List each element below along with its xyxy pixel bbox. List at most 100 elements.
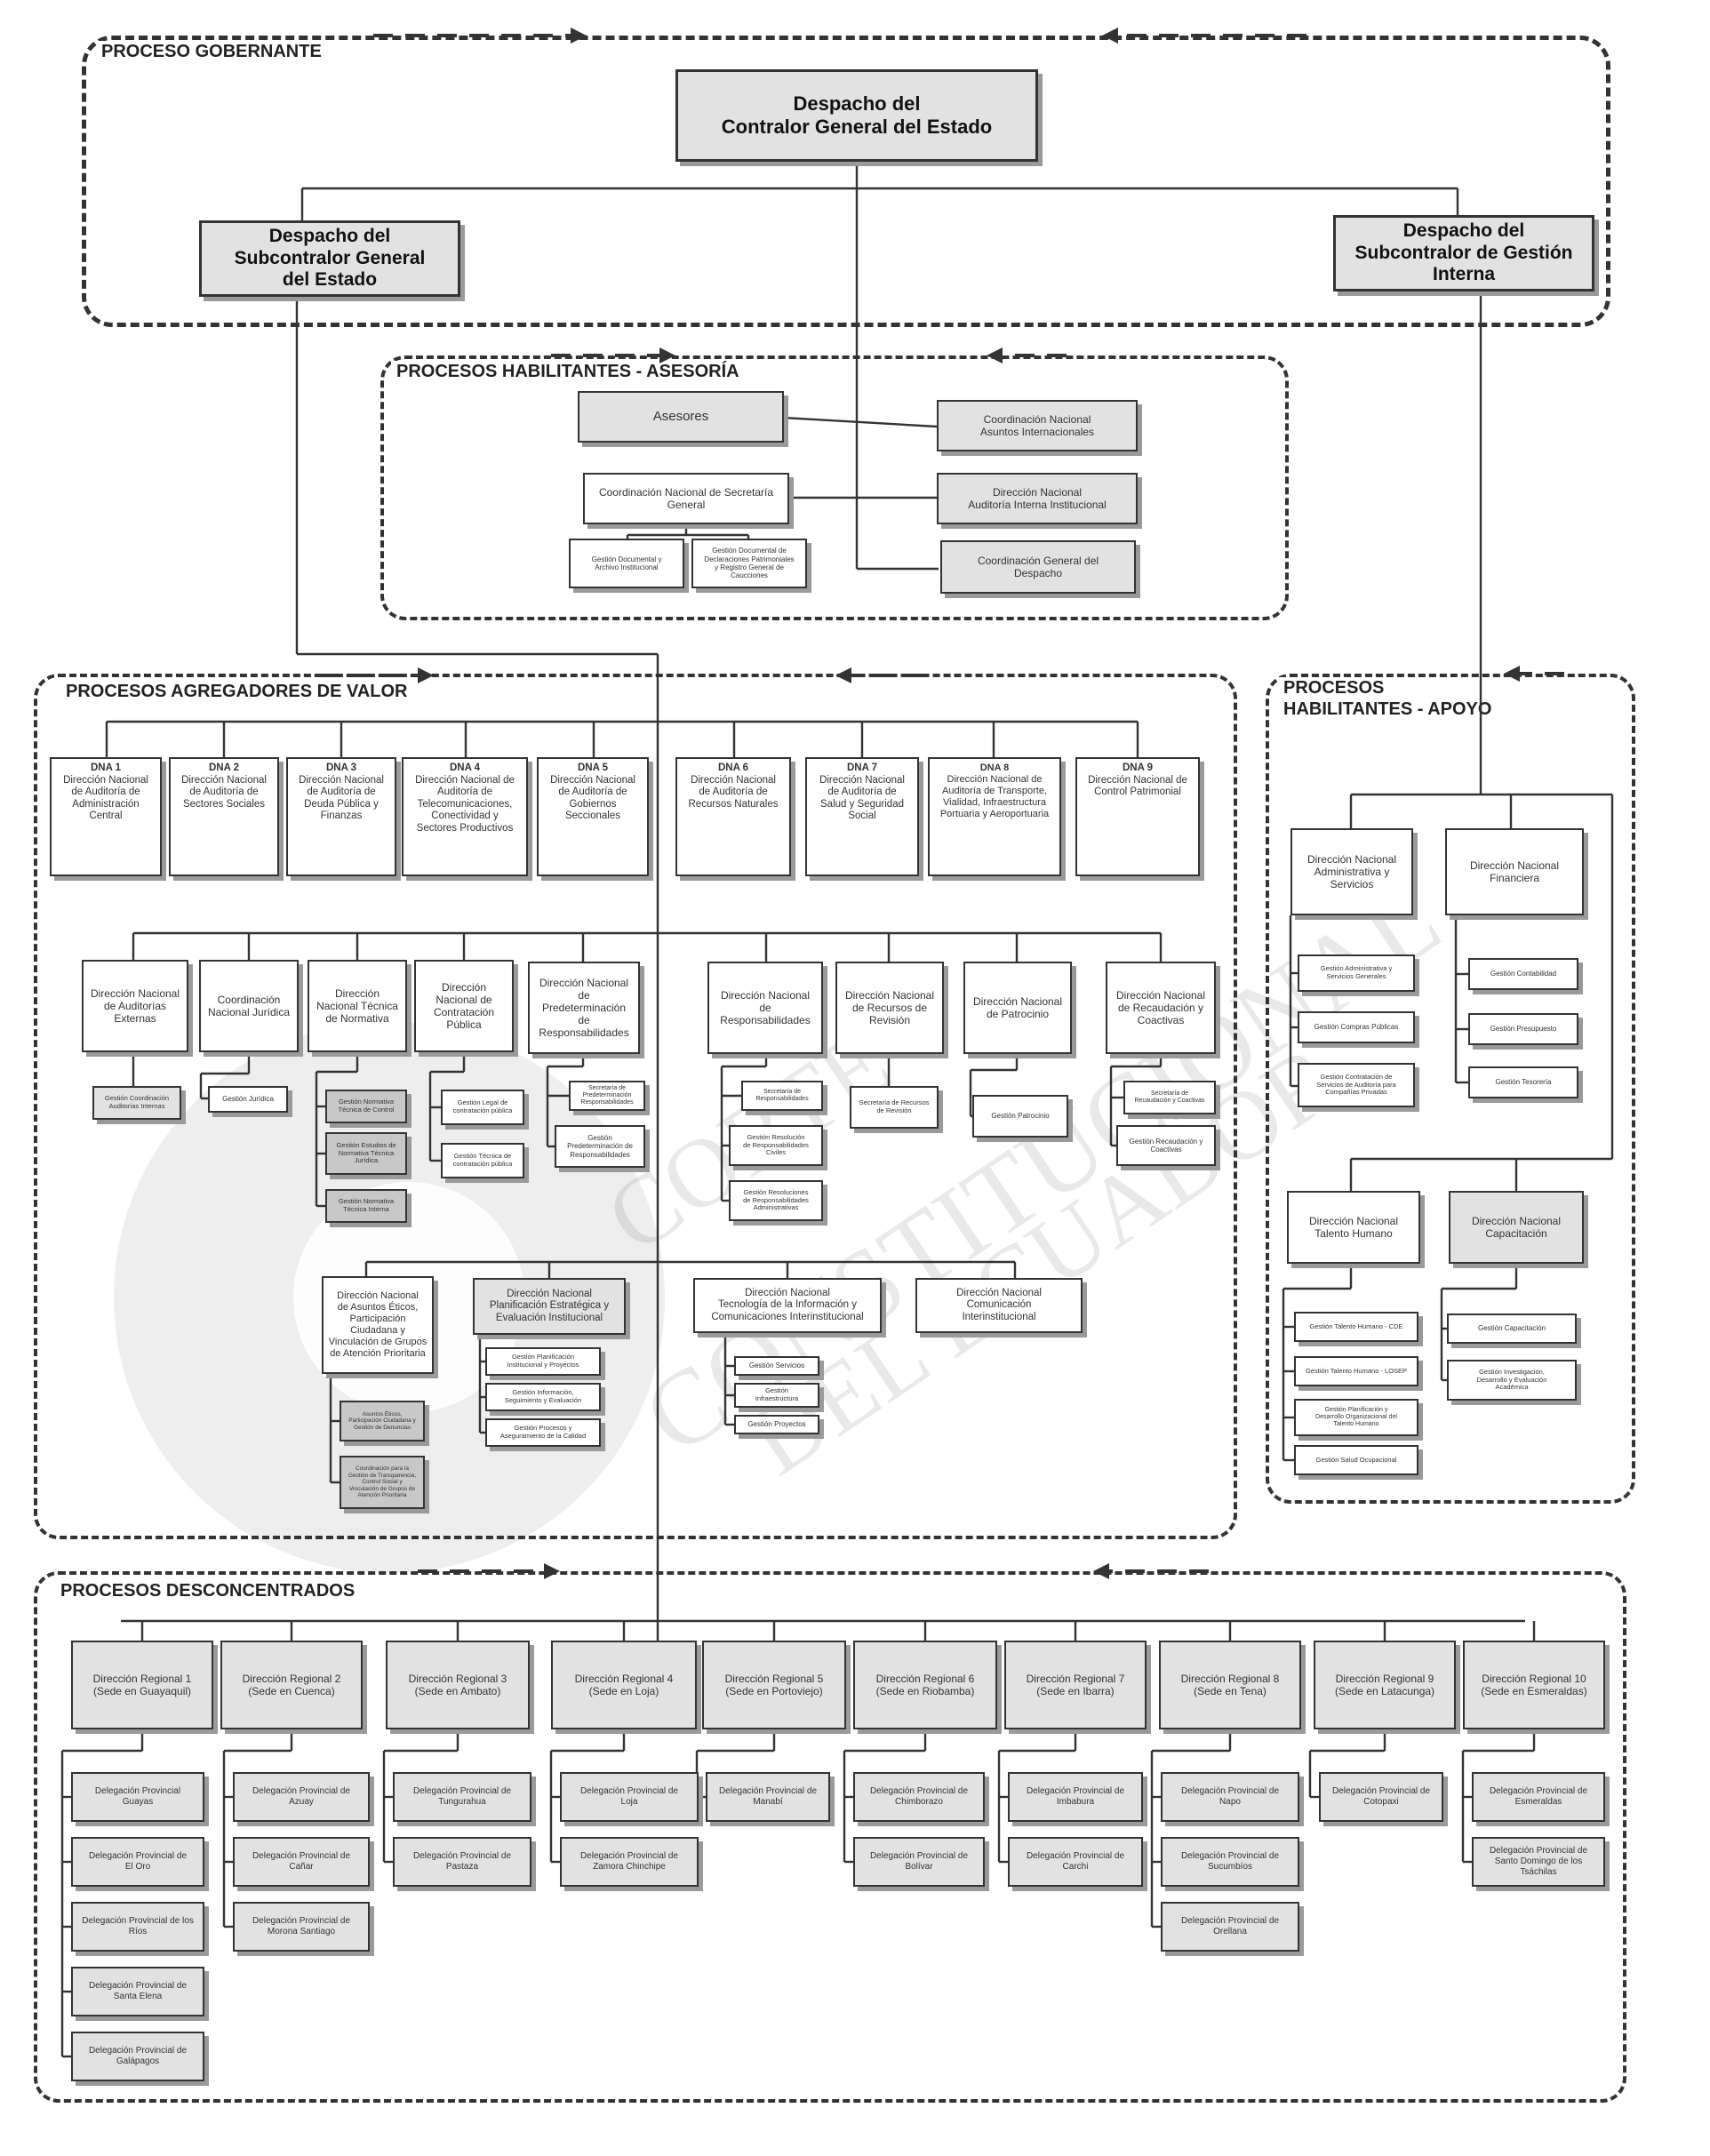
box-talento-planificacion[interactable]: Gestión Planificación y Desarrollo Organ… [1294, 1399, 1418, 1436]
box-gestion-documental-archivo[interactable]: Gestión Documental y Archivo Institucion… [569, 539, 684, 588]
box-delegacion-1-1[interactable]: Delegación Provincial Guayas [71, 1772, 204, 1822]
box-salud-ocupacional[interactable]: Gestión Salud Ocupacional [1294, 1445, 1418, 1475]
box-comunicacion[interactable]: Dirección Nacional Comunicación Interins… [915, 1278, 1083, 1333]
box-planificacion-estrategica[interactable]: Dirección Nacional Planificación Estraté… [473, 1278, 626, 1335]
box-secretaria-general[interactable]: Coordinación Nacional de Secretaría Gene… [583, 473, 789, 524]
box-normativa-juridica[interactable]: Gestión Estudios de Normativa Técnica Ju… [325, 1132, 407, 1175]
box-regional-10[interactable]: Dirección Regional 10 (Sede en Esmeralda… [1463, 1641, 1605, 1729]
box-delegacion-10-2[interactable]: Delegación Provincial de Santo Domingo d… [1472, 1837, 1605, 1887]
box-contratacion-publica[interactable]: Dirección Nacional de Contratación Públi… [414, 960, 514, 1052]
box-asuntos-eticos[interactable]: Dirección Nacional de Asuntos Éticos, Pa… [322, 1276, 434, 1374]
box-auditoria-interna[interactable]: Dirección Nacional Auditoría Interna Ins… [937, 473, 1138, 524]
box-talento-humano[interactable]: Dirección Nacional Talento Humano [1287, 1191, 1420, 1264]
box-delegacion-3-2[interactable]: Delegación Provincial de Pastaza [393, 1837, 531, 1887]
box-contabilidad[interactable]: Gestión Contabilidad [1468, 958, 1578, 990]
box-regional-5[interactable]: Dirección Regional 5 (Sede en Portoviejo… [702, 1641, 846, 1729]
box-gestion-declaraciones[interactable]: Gestión Documental de Declaraciones Patr… [691, 539, 807, 588]
box-gestion-proyectos[interactable]: Gestión Proyectos [734, 1415, 819, 1434]
box-secretaria-revision[interactable]: Secretaría de Recursos de Revisión [850, 1086, 939, 1129]
box-subcontralor-gestion-interna[interactable]: Despacho del Subcontralor de Gestión Int… [1333, 215, 1594, 291]
box-responsabilidades[interactable]: Dirección Nacional de Responsabilidades [707, 962, 823, 1054]
box-procesos-calidad[interactable]: Gestión Procesos y Aseguramiento de la C… [485, 1418, 601, 1447]
box-investigacion-academica[interactable]: Gestión Investigación, Desarrollo y Eval… [1447, 1360, 1577, 1401]
box-normativa[interactable]: Dirección Nacional Técnica de Normativa [308, 960, 407, 1052]
box-patrocinio[interactable]: Dirección Nacional de Patrocinio [963, 962, 1072, 1054]
box-gestion-infraestructura[interactable]: Gestión Infraestructura [734, 1383, 819, 1408]
box-regional-7[interactable]: Dirección Regional 7 (Sede en Ibarra) [1004, 1641, 1147, 1729]
box-delegacion-8-1[interactable]: Delegación Provincial de Napo [1161, 1772, 1299, 1822]
box-gestion-predeterminacion[interactable]: Gestión Predeterminación de Responsabili… [555, 1125, 645, 1168]
box-financiera[interactable]: Dirección Nacional Financiera [1445, 828, 1584, 915]
box-delegacion-6-1[interactable]: Delegación Provincial de Chimborazo [853, 1772, 985, 1822]
box-auditorias-externas[interactable]: Dirección Nacional de Auditorías Externa… [82, 960, 188, 1052]
box-secretaria-recaudacion[interactable]: Secretaría de Recaudación y Coactivas [1123, 1081, 1216, 1114]
box-responsabilidades-civiles[interactable]: Gestión Resolución de Responsabilidades … [729, 1125, 823, 1166]
box-delegacion-10-1[interactable]: Delegación Provincial de Esmeraldas [1472, 1772, 1605, 1822]
box-tecnologia-informacion[interactable]: Dirección Nacional Tecnología de la Info… [693, 1278, 882, 1333]
box-asuntos-internacionales[interactable]: Coordinación Nacional Asuntos Internacio… [937, 400, 1138, 451]
box-delegacion-1-4[interactable]: Delegación Provincial de Santa Elena [71, 1967, 204, 2016]
box-delegacion-7-2[interactable]: Delegación Provincial de Carchi [1008, 1837, 1143, 1887]
box-delegacion-2-3[interactable]: Delegación Provincial de Morona Santiago [233, 1902, 370, 1952]
box-administrativa-generales[interactable]: Gestión Administrativa y Servicios Gener… [1298, 954, 1415, 992]
box-coordinacion-despacho[interactable]: Coordinación General del Despacho [940, 540, 1136, 594]
box-delegacion-2-1[interactable]: Delegación Provincial de Azuay [233, 1772, 370, 1822]
box-regional-9[interactable]: Dirección Regional 9 (Sede en Latacunga) [1314, 1641, 1456, 1729]
box-gestion-patrocinio[interactable]: Gestión Patrocinio [972, 1095, 1068, 1138]
box-contralor-general[interactable]: Despacho del Contralor General del Estad… [675, 69, 1038, 162]
box-coordinacion-juridica[interactable]: Coordinación Nacional Jurídica [199, 960, 299, 1052]
box-normativa-interna[interactable]: Gestión Normativa Técnica Interna [325, 1189, 407, 1223]
box-capacitacion[interactable]: Dirección Nacional Capacitación [1449, 1191, 1584, 1264]
box-regional-3[interactable]: Dirección Regional 3 (Sede en Ambato) [386, 1641, 530, 1729]
box-delegacion-4-2[interactable]: Delegación Provincial de Zamora Chinchip… [560, 1837, 699, 1887]
box-talento-losep[interactable]: Gestión Talento Humano - LOSEP [1294, 1356, 1418, 1386]
box-delegacion-8-2[interactable]: Delegación Provincial de Sucumbíos [1161, 1837, 1299, 1887]
box-delegacion-1-5[interactable]: Delegación Provincial de Galápagos [71, 2032, 204, 2081]
box-transparencia-control-social[interactable]: Coordinación para la Gestión de Transpar… [340, 1456, 425, 1509]
box-delegacion-9-1[interactable]: Delegación Provincial de Cotopaxi [1319, 1772, 1443, 1822]
box-asuntos-eticos-gestion[interactable]: Asuntos Éticos, Participación Ciudadana … [340, 1401, 425, 1441]
box-secretaria-responsabilidades[interactable]: Secretaría de Responsabilidades [741, 1081, 823, 1111]
box-regional-2[interactable]: Dirección Regional 2 (Sede en Cuenca) [220, 1641, 363, 1729]
box-recursos-revision[interactable]: Dirección Nacional de Recursos de Revisi… [835, 962, 944, 1054]
box-administrativa-servicios[interactable]: Dirección Nacional Administrativa y Serv… [1290, 828, 1413, 915]
box-contratacion-auditoria[interactable]: Gestión Contratación de Servicios de Aud… [1298, 1063, 1415, 1107]
box-contratacion-tecnica[interactable]: Gestión Técnica de contratación pública [441, 1143, 524, 1178]
box-compras-publicas[interactable]: Gestión Compras Públicas [1298, 1011, 1415, 1043]
box-regional-8[interactable]: Dirección Regional 8 (Sede en Tena) [1159, 1641, 1301, 1729]
box-delegacion-7-1[interactable]: Delegación Provincial de Imbabura [1008, 1772, 1143, 1822]
box-regional-1[interactable]: Dirección Regional 1 (Sede en Guayaquil) [71, 1641, 213, 1729]
box-gestion-capacitacion[interactable]: Gestión Capacitación [1447, 1314, 1577, 1344]
box-talento-cde[interactable]: Gestión Talento Humano - CDE [1294, 1312, 1418, 1342]
box-delegacion-8-3[interactable]: Delegación Provincial de Orellana [1161, 1902, 1299, 1952]
box-asesores[interactable]: Asesores [578, 391, 784, 443]
box-regional-6[interactable]: Dirección Regional 6 (Sede en Riobamba) [853, 1641, 997, 1729]
box-delegacion-1-3[interactable]: Delegación Provincial de los Ríos [71, 1902, 204, 1952]
box-tesoreria[interactable]: Gestión Tesorería [1468, 1066, 1578, 1098]
box-delegacion-4-1[interactable]: Delegación Provincial de Loja [560, 1772, 699, 1822]
box-subcontralor-general[interactable]: Despacho del Subcontralor General del Es… [199, 220, 460, 297]
box-gestion-recaudacion[interactable]: Gestión Recaudación y Coactivas [1116, 1125, 1216, 1166]
box-gestion-coordinacion-auditorias[interactable]: Gestión Coordinación Auditorías Internas [92, 1086, 181, 1120]
box-normativa-control[interactable]: Gestión Normativa Técnica de Control [325, 1090, 407, 1123]
box-secretaria-predeterminacion[interactable]: Secretaría de Predeterminación Responsab… [569, 1081, 645, 1111]
box-contratacion-legal[interactable]: Gestión Legal de contratación pública [441, 1090, 524, 1125]
box-delegacion-2-2[interactable]: Delegación Provincial de Cañar [233, 1837, 370, 1887]
box-gestion-juridica[interactable]: Gestión Jurídica [208, 1086, 288, 1113]
box-delegacion-3-1[interactable]: Delegación Provincial de Tungurahua [393, 1772, 531, 1822]
box-gestion-servicios[interactable]: Gestión Servicios [734, 1356, 819, 1376]
box-delegacion-1-2[interactable]: Delegación Provincial de El Oro [71, 1837, 204, 1887]
box-delegacion-5-1[interactable]: Delegación Provincial de Manabí [706, 1772, 830, 1822]
box-responsabilidades-administrativas[interactable]: Gestión Resoluciones de Responsabilidade… [729, 1180, 823, 1221]
box-recaudacion-coactivas[interactable]: Dirección Nacional de Recaudación y Coac… [1106, 962, 1216, 1054]
box-predeterminacion[interactable]: Dirección Nacional de Predeterminación d… [528, 962, 640, 1054]
box-informacion-seguimiento[interactable]: Gestión Información, Seguimiento y Evalu… [485, 1383, 601, 1411]
